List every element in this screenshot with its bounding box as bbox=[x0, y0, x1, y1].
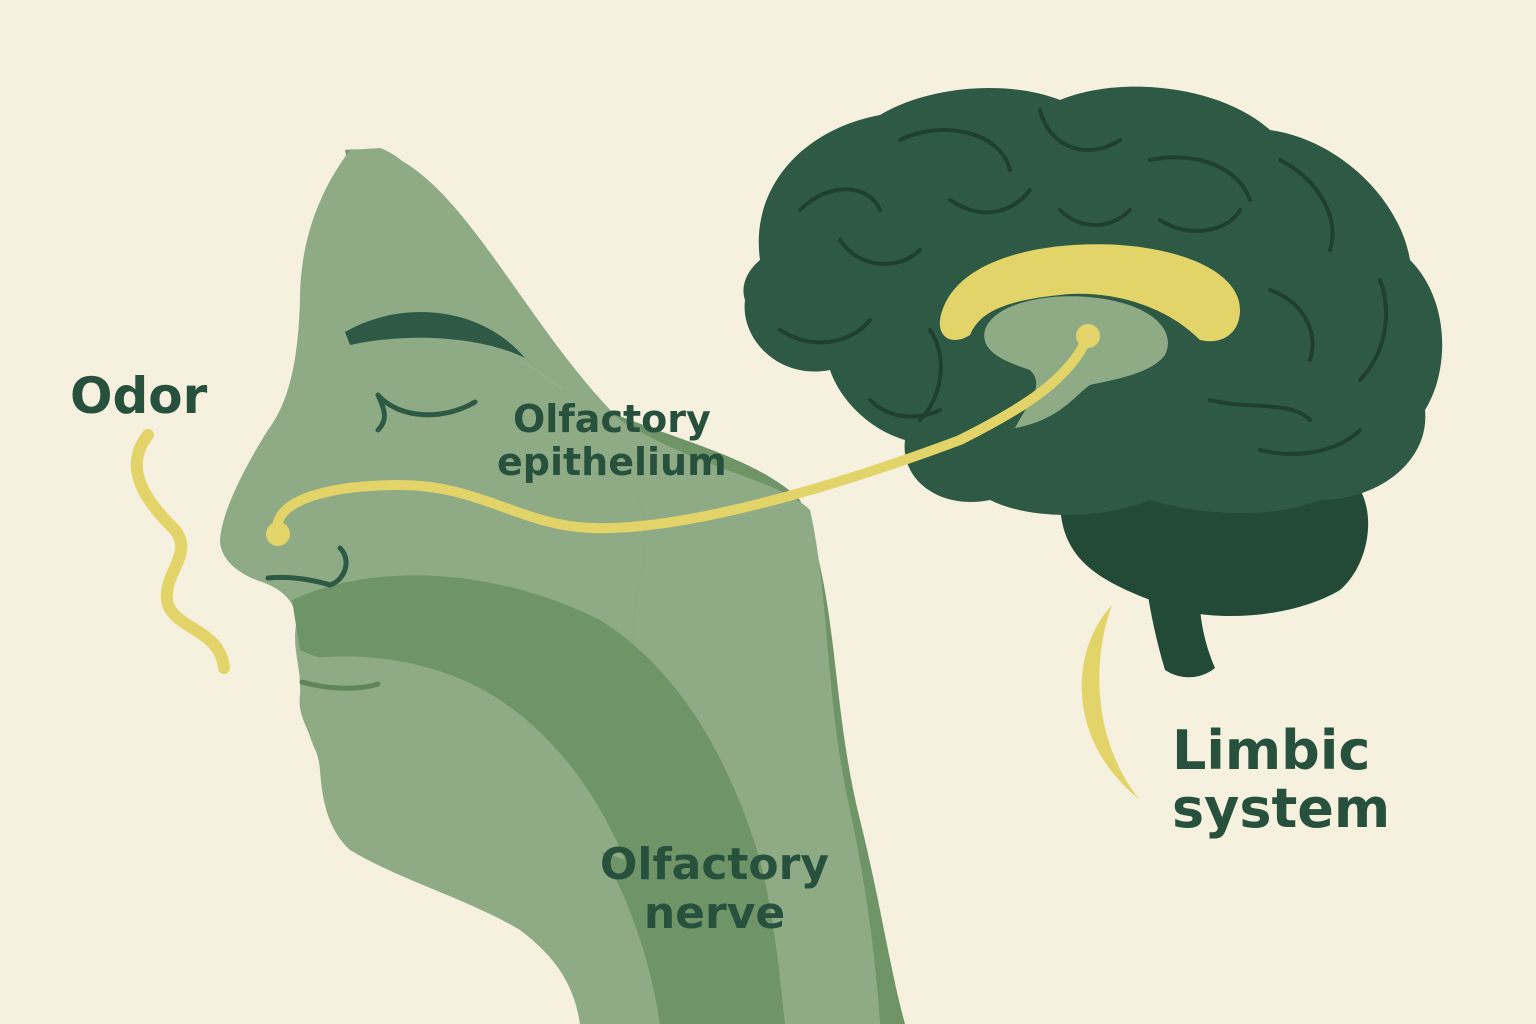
brain bbox=[743, 87, 1442, 678]
nose-node bbox=[266, 522, 290, 546]
label-olfactory-nerve-line1: Olfactory bbox=[600, 840, 829, 889]
label-limbic-system: Limbic system bbox=[1172, 722, 1390, 839]
label-olfactory-nerve-line2: nerve bbox=[600, 889, 829, 938]
label-olfactory-epithelium: Olfactory epithelium bbox=[497, 398, 727, 483]
label-odor: Odor bbox=[70, 368, 207, 424]
limbic-connector-arc bbox=[1082, 605, 1140, 800]
label-odor-text: Odor bbox=[70, 368, 207, 424]
label-olfactory-epithelium-line2: epithelium bbox=[497, 441, 727, 484]
label-olfactory-epithelium-line1: Olfactory bbox=[497, 398, 727, 441]
label-olfactory-nerve: Olfactory nerve bbox=[600, 840, 829, 939]
label-limbic-system-line2: system bbox=[1172, 780, 1390, 838]
label-limbic-system-line1: Limbic bbox=[1172, 722, 1390, 780]
odor-wave-icon bbox=[137, 435, 224, 668]
